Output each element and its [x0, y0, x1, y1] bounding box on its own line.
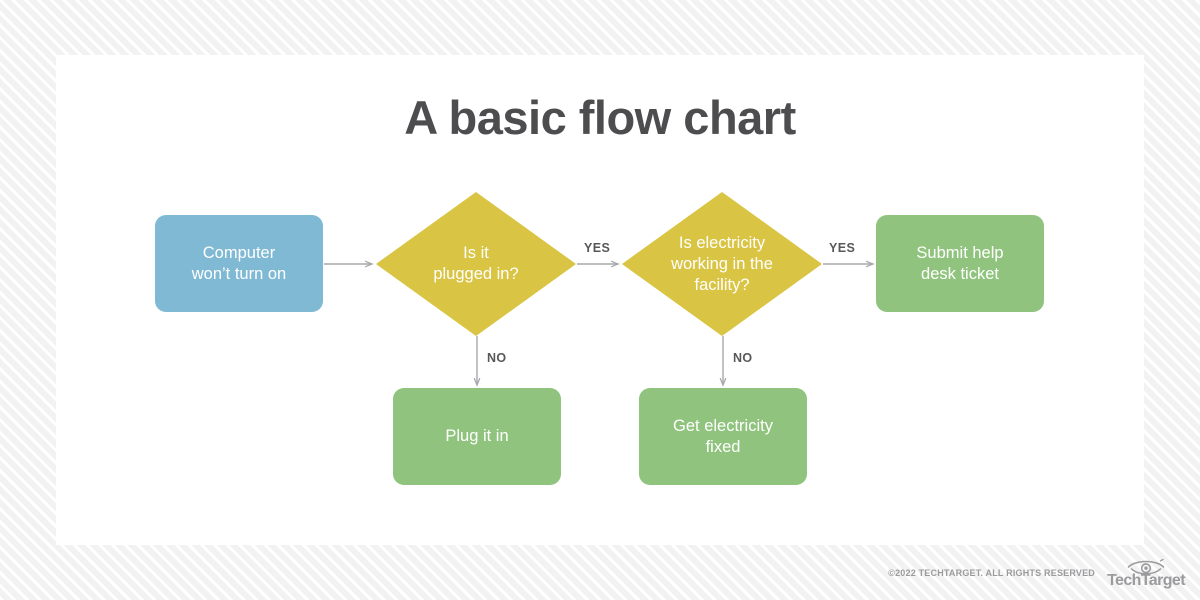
- edge-label-no-plugged: NO: [487, 351, 507, 365]
- node-label: Submit help desk ticket: [916, 243, 1003, 285]
- eye-icon: [1127, 558, 1165, 574]
- edge-label-yes-electricity: YES: [829, 241, 856, 255]
- node-label-line: Is electricity: [678, 233, 766, 252]
- node-label: Get electricity fixed: [673, 416, 773, 458]
- node-label-line: fixed: [705, 437, 741, 456]
- node-label-line: facility?: [694, 275, 750, 294]
- node-submit-help-desk-ticket[interactable]: Submit help desk ticket: [876, 215, 1044, 312]
- node-label-line: Get electricity: [673, 416, 773, 435]
- node-label: Is it plugged in?: [376, 192, 576, 336]
- edge-label-no-electricity: NO: [733, 351, 753, 365]
- page-title: A basic flow chart: [404, 91, 796, 144]
- node-label-line: desk ticket: [921, 264, 999, 283]
- copyright-text: ©2022 TECHTARGET. ALL RIGHTS RESERVED: [888, 567, 1095, 578]
- node-label-line: Is it: [463, 244, 489, 262]
- diamond-shape: [376, 192, 576, 336]
- node-get-electricity-fixed[interactable]: Get electricity fixed: [639, 388, 807, 485]
- node-label-line: Submit help: [916, 243, 1004, 262]
- techtarget-wordmark: TechTarget: [1107, 571, 1185, 589]
- node-is-electricity-working[interactable]: Is electricity working in the facility?: [622, 192, 822, 336]
- node-computer-wont-turn-on[interactable]: Computer won’t turn on: [155, 215, 323, 312]
- node-label-line: Computer: [202, 243, 276, 262]
- node-label-line: won’t turn on: [191, 264, 287, 283]
- node-label: Plug it in: [445, 427, 509, 445]
- edge-label-yes-plugged: YES: [584, 241, 611, 255]
- node-plug-it-in[interactable]: Plug it in: [393, 388, 561, 485]
- diamond-shape: [622, 192, 822, 336]
- connector-layer: [324, 55, 1144, 545]
- node-label-line: plugged in?: [433, 265, 519, 283]
- diagram-card: A basic flow chart Computer won’t turn o…: [56, 55, 1144, 545]
- node-is-it-plugged-in[interactable]: Is it plugged in?: [376, 192, 576, 336]
- node-label: Computer won’t turn on: [192, 243, 286, 285]
- footer: ©2022 TECHTARGET. ALL RIGHTS RESERVED Te…: [0, 545, 1200, 600]
- techtarget-logo: TechTarget: [1104, 558, 1188, 588]
- node-label: Is electricity working in the facility?: [622, 192, 822, 336]
- node-label-line: working in the: [671, 254, 773, 273]
